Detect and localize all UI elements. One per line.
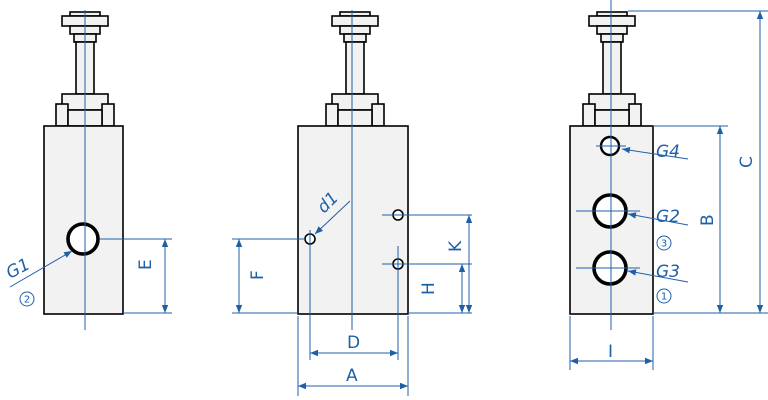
label-k: K: [446, 240, 466, 252]
svg-text:3: 3: [661, 239, 667, 250]
port-number-1: 1: [656, 288, 672, 304]
label-g3: G3: [656, 262, 680, 282]
label-g1: G1: [3, 254, 34, 283]
label-f: F: [248, 270, 268, 280]
label-a: A: [346, 366, 358, 386]
dimension-lines: [9, 10, 768, 396]
port-number-3: 3: [656, 235, 672, 251]
label-i: I: [608, 342, 613, 362]
view-left: [43, 11, 124, 315]
svg-text:1: 1: [661, 292, 667, 303]
port-number-2: 2: [19, 291, 35, 307]
label-b: B: [698, 214, 718, 226]
label-g4: G4: [656, 142, 680, 162]
svg-text:2: 2: [24, 295, 30, 306]
label-c: C: [737, 156, 757, 168]
label-h: H: [419, 282, 439, 295]
view-middle: [297, 11, 409, 315]
label-e: E: [136, 259, 156, 270]
label-g2: G2: [656, 207, 680, 227]
label-d: D: [347, 333, 360, 353]
